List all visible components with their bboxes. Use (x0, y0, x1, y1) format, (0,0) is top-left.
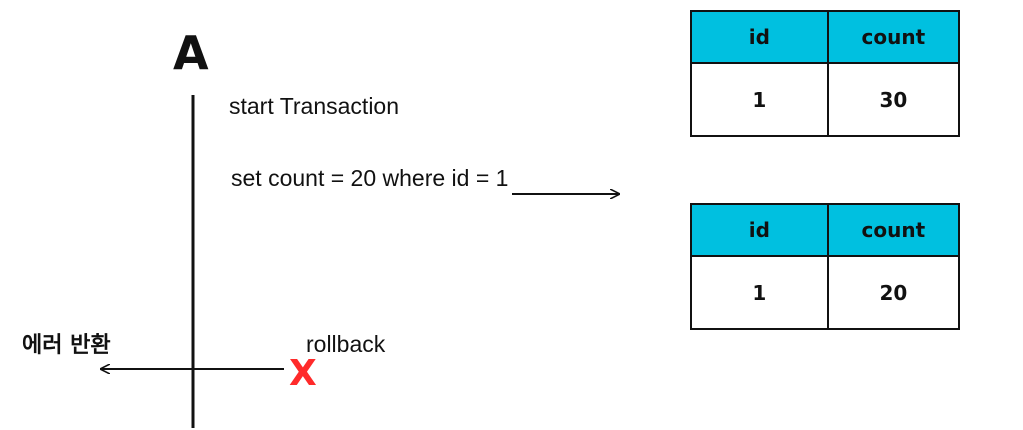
cell-id: 1 (690, 62, 829, 137)
cell-id: 1 (690, 255, 829, 330)
cell-count: 20 (826, 255, 961, 330)
table-after-update: id count 1 20 (690, 203, 961, 330)
column-header-id: id (690, 203, 829, 257)
table-header-row: id count (690, 203, 961, 257)
error-return-label: 에러 반환 (22, 333, 111, 358)
start-transaction-step: start Transaction (229, 93, 400, 119)
actor-label: A (173, 26, 209, 80)
column-header-count: count (826, 203, 961, 257)
column-header-id: id (690, 10, 829, 64)
table-row: 1 20 (690, 255, 961, 330)
cell-count: 30 (826, 62, 961, 137)
table-before-update: id count 1 30 (690, 10, 961, 137)
table-row: 1 30 (690, 62, 961, 137)
rollback-step: rollback (306, 331, 386, 357)
table-header-row: id count (690, 10, 961, 64)
update-step: set count = 20 where id = 1 (231, 165, 509, 191)
column-header-count: count (826, 10, 961, 64)
rollback-x-mark: X (289, 353, 317, 394)
